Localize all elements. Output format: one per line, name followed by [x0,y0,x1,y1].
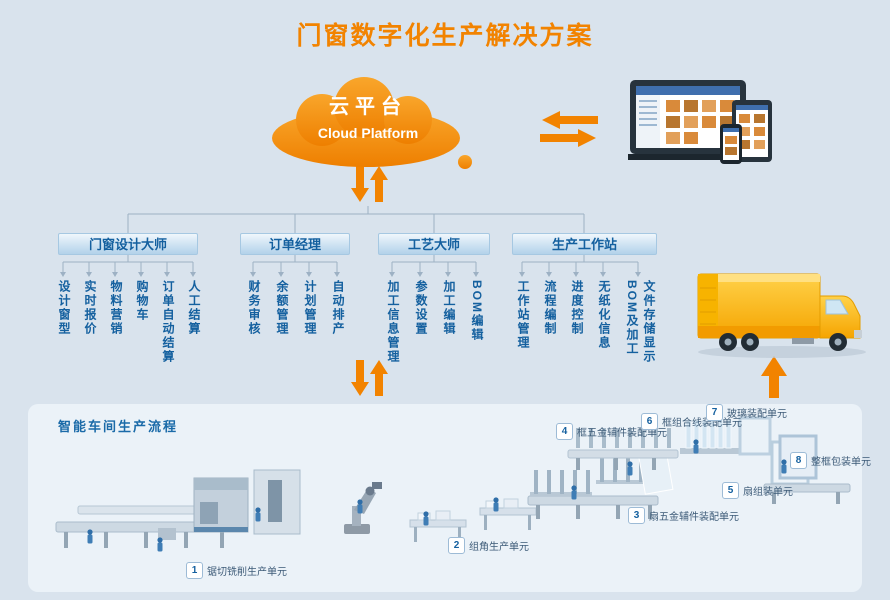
workshop-up-arrow-icon [370,360,388,396]
station-1: 1 锯切铣削生产单元 [186,562,287,579]
station-4: 4 框五金辅件装配单元 [556,423,667,440]
workshop-panel [28,404,862,592]
module-child-label: 计划管理 [303,280,317,336]
module-child-label: 进度控制 [570,280,584,336]
module-child-label: 实时报价 [83,280,97,336]
cloud-text: 云平台 Cloud Platform [262,90,474,141]
module-child-label: 人工结算 [187,280,201,336]
module-child-label: 流程编制 [543,280,557,336]
tree-arrowheads [60,272,641,277]
module-child-label: 加工编辑 [442,280,456,336]
module-child-label: 文件存储显示BOM及加工 [625,280,656,364]
module-child-label: 自动排产 [331,280,345,336]
station-5: 5 扇组装单元 [722,482,793,499]
station-number: 1 [186,562,203,579]
factory-illustration [55,416,851,552]
module-child-label: 加工信息管理 [386,280,400,364]
module-child-label: 财务审核 [247,280,261,336]
module-header-workstation: 生产工作站 [512,233,657,255]
station-name: 玻璃装配单元 [727,409,787,420]
station-number: 2 [448,537,465,554]
station-number: 8 [790,452,807,469]
station-name: 组角生产单元 [469,542,529,553]
frame-hardware-unit [567,428,679,470]
module-child-label: 参数设置 [414,280,428,336]
module-child-label: BOM编辑 [470,280,484,342]
right-arrow-icon [540,129,596,147]
workshop-label: 智能车间生产流程 [58,419,179,434]
workers [87,439,787,552]
station-name: 框五金辅件装配单元 [577,428,667,439]
cloud-platform: 云平台 Cloud Platform [262,76,474,174]
module-child-label: 物料营销 [109,280,123,336]
station-7: 7 玻璃装配单元 [706,404,787,421]
cloud-icon [272,77,472,169]
saw-milling-unit [55,469,301,548]
module-child-label: 设计窗型 [57,280,71,336]
robot-arm [344,482,382,534]
station-3: 3 扇五金辅件装配单元 [628,507,739,524]
module-child-label: 订单自动结算 [161,280,175,364]
station-name: 扇组装单元 [743,487,793,498]
corner-crimping-unit [409,498,537,542]
page-title: 门窗数字化生产解决方案 [296,22,594,50]
station-number: 5 [722,482,739,499]
cloud-title: 云平台 [329,96,407,118]
station-6: 6 框组合线装配单元 [641,413,742,430]
station-name: 整框包装单元 [811,457,871,468]
devices-mockup-icon [628,80,772,164]
workshop-down-arrow-icon [351,360,369,396]
cloud-subtitle: Cloud Platform [317,125,419,141]
station-name: 锯切铣削生产单元 [207,567,287,578]
station-number: 3 [628,507,645,524]
module-child-label: 工作站管理 [516,280,530,350]
module-header-order: 订单经理 [240,233,350,255]
truck-up-arrow-icon [761,356,787,398]
delivery-truck-icon [697,273,866,358]
station-8: 8 整框包装单元 [790,452,871,469]
station-number: 7 [706,404,723,421]
module-child-label: 无纸化信息 [597,280,611,350]
station-name: 扇五金辅件装配单元 [649,512,739,523]
station-2: 2 组角生产单元 [448,537,529,554]
module-child-label: 购物车 [135,280,149,322]
station-number: 4 [556,423,573,440]
module-header-craft: 工艺大师 [378,233,490,255]
station-number: 6 [641,413,658,430]
left-arrow-icon [542,111,598,129]
module-header-design: 门窗设计大师 [58,233,198,255]
station-name: 框组合线装配单元 [662,418,742,429]
module-child-label: 余额管理 [275,280,289,336]
